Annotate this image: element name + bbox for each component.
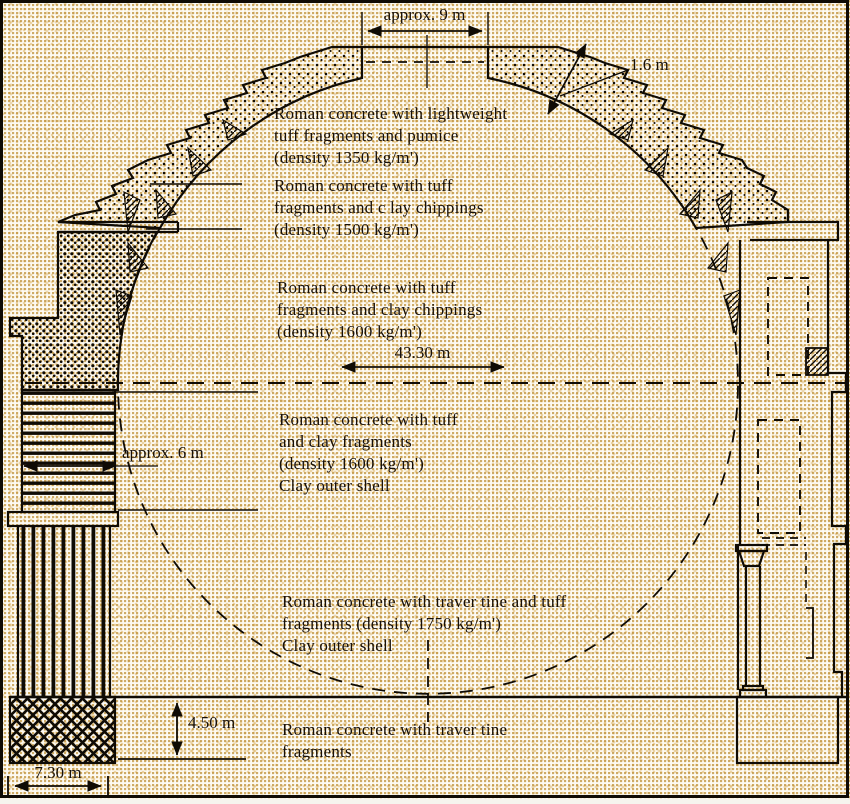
dimension-oculus-width: approx. 9 m xyxy=(383,5,466,24)
wall-horizontal-course xyxy=(20,388,117,514)
label-line: Clay outer shell xyxy=(282,636,393,655)
bottom-margin-strip xyxy=(0,799,850,804)
left-foundation-block xyxy=(8,695,117,765)
label-line: Roman concrete with traver tine xyxy=(282,720,508,739)
label-line: Clay outer shell xyxy=(279,476,390,495)
label-line: Roman concrete with tuff xyxy=(277,278,456,297)
label-line: fragments (density 1750 kg/m') xyxy=(282,614,502,633)
label-line: Roman concrete with tuff xyxy=(274,176,453,195)
label-line: fragments xyxy=(282,742,352,761)
dimension-dome-top-thickness: 1.6 m xyxy=(630,55,669,74)
label-tuff-clay-fragments-1600: Roman concrete with tuff and clay fragme… xyxy=(279,409,458,497)
dimension-foundation-width: 7.30 m xyxy=(34,763,82,782)
leader-lines xyxy=(112,183,258,511)
shell-thickness-arrow xyxy=(547,43,587,115)
label-line: Roman concrete with tuff xyxy=(279,410,458,429)
dimension-interior-diameter: 43.30 m xyxy=(394,343,451,362)
label-line: fragments and c lay chippings xyxy=(274,198,484,217)
right-wall-elevation xyxy=(734,210,848,765)
attic-block-stippled xyxy=(8,230,159,392)
label-tuff-clay-chippings-1500: Roman concrete with tuff fragments and c… xyxy=(274,175,484,241)
label-line: (density 1600 kg/m') xyxy=(277,322,422,341)
label-line: Roman concrete with lightweight xyxy=(274,104,508,123)
label-lightweight-tuff-pumice: Roman concrete with lightweight tuff fra… xyxy=(274,103,507,169)
label-line: fragments and clay chippings xyxy=(277,300,483,319)
label-travertine-tuff-1750: Roman concrete with traver tine and tuff… xyxy=(282,591,566,657)
upper-niche-dashed xyxy=(767,277,809,376)
sphere-dashed-circle xyxy=(117,227,739,695)
right-foundation-block xyxy=(735,695,840,765)
wall-cornice-band xyxy=(6,510,120,528)
column-capital xyxy=(737,549,766,568)
label-travertine-fragments: Roman concrete with traver tine fragment… xyxy=(282,719,507,763)
right-wall-outer-profile xyxy=(747,210,848,697)
label-line: and clay fragments xyxy=(279,432,412,451)
dimension-foundation-depth: 4.50 m xyxy=(188,713,236,732)
left-wall-section xyxy=(6,220,180,765)
label-line: (density 1600 kg/m') xyxy=(279,454,424,473)
label-line: (density 1500 kg/m') xyxy=(274,220,419,239)
wall-bracket-detail xyxy=(806,607,814,659)
hatched-wall-block xyxy=(805,347,829,376)
label-line: Roman concrete with traver tine and tuff xyxy=(282,592,567,611)
label-line: tuff fragments and pumice xyxy=(274,126,459,145)
dimension-wall-thickness: approx. 6 m xyxy=(122,443,204,462)
shell-thickness-leader xyxy=(559,69,629,97)
wall-fluted-course xyxy=(16,524,112,699)
label-tuff-clay-chippings-1600: Roman concrete with tuff fragments and c… xyxy=(277,277,482,343)
dimension-annotations xyxy=(7,12,629,795)
label-line: (density 1350 kg/m') xyxy=(274,148,419,167)
middle-niche-dashed xyxy=(757,419,801,534)
reference-lines xyxy=(10,227,848,722)
